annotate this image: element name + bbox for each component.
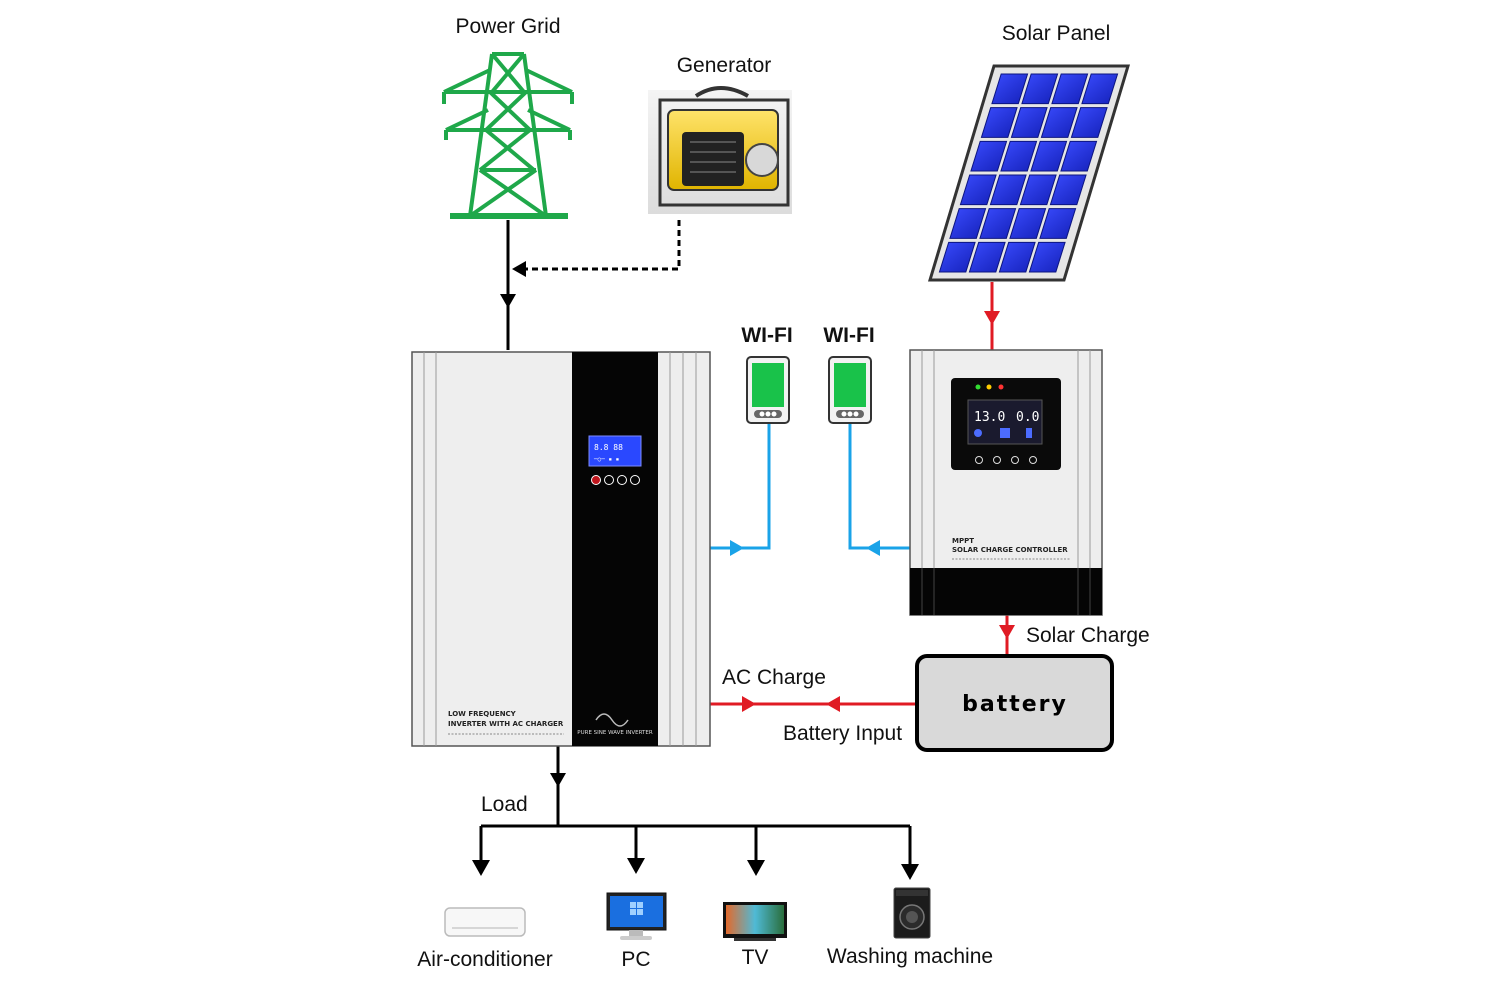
solar-cell xyxy=(980,107,1018,138)
load-arrow-ac xyxy=(472,860,490,876)
solar-panel-label: Solar Panel xyxy=(1002,22,1111,45)
load-label-air-conditioner: Air-conditioner xyxy=(417,948,552,971)
controller-lcd-left: 13.0 xyxy=(974,410,1005,425)
load-label-tv: TV xyxy=(742,946,769,969)
solar-cell xyxy=(968,241,1006,273)
solar-cell xyxy=(1049,174,1087,206)
inverter-model-line2: INVERTER WITH AC CHARGER xyxy=(448,720,564,728)
solar-charge-arrow xyxy=(999,625,1015,639)
solar-cell xyxy=(1010,107,1048,138)
load-arrow-pc xyxy=(627,858,645,874)
solar-cell xyxy=(1021,73,1059,105)
wifi-label-1: WI-FI xyxy=(741,324,792,347)
solar-cell xyxy=(959,174,997,206)
solar-cell xyxy=(1039,208,1077,239)
solar-arrow xyxy=(984,311,1000,325)
controller-model: SOLAR CHARGE CONTROLLER xyxy=(952,546,1068,554)
solar-cell xyxy=(938,241,976,273)
solar-cell xyxy=(949,208,987,239)
battery-input-label: Battery Input xyxy=(783,722,902,745)
solar-cell xyxy=(1040,107,1078,138)
grid-arrow xyxy=(500,294,516,308)
pc-icon xyxy=(606,892,667,940)
load-label-pc: PC xyxy=(621,948,650,971)
ac-charge-arrow xyxy=(742,696,756,712)
generator-label: Generator xyxy=(677,54,772,77)
solar-cell xyxy=(989,174,1027,206)
charge-controller-unit: 13.0 0.0 MPPT SOLAR CHARGE CONTROLLER xyxy=(909,349,1103,616)
solar-cell xyxy=(1019,174,1057,206)
load-label: Load xyxy=(481,793,528,816)
wifi2-line xyxy=(848,424,910,550)
battery-unit: battery xyxy=(915,654,1114,752)
wifi1-arrow xyxy=(730,540,744,556)
air-conditioner-icon xyxy=(444,907,526,937)
generator-arrow xyxy=(512,261,526,277)
solar-cell xyxy=(1081,73,1119,105)
load-label-washing-machine: Washing machine xyxy=(827,945,993,968)
washing-machine-icon xyxy=(893,887,931,939)
controller-lcd-right: 0.0 xyxy=(1016,410,1039,425)
solar-panel-icon xyxy=(927,64,1131,282)
battery-label: battery xyxy=(962,692,1068,717)
tv-icon xyxy=(723,902,787,941)
load-arrow xyxy=(550,773,566,787)
generator-line xyxy=(520,220,681,271)
wifi-device-1 xyxy=(746,356,790,424)
solar-cell xyxy=(1000,140,1038,172)
wifi-label-2: WI-FI xyxy=(823,324,874,347)
power-grid-label: Power Grid xyxy=(455,15,560,38)
inverter-unit: 8.8 88 ─○─ ▪ ▪ PURE SINE WAVE INVERTER L… xyxy=(411,351,711,747)
solar-cell xyxy=(1028,241,1066,273)
solar-cell xyxy=(979,208,1017,239)
svg-text:8.8 88: 8.8 88 xyxy=(594,443,623,452)
solar-cell xyxy=(1060,140,1098,172)
load-arrow-tv xyxy=(747,860,765,876)
load-arrow-washer xyxy=(901,864,919,880)
solar-cell xyxy=(1070,107,1108,138)
ac-charge-label: AC Charge xyxy=(722,666,826,689)
battery-input-arrow xyxy=(826,696,840,712)
solar-cell xyxy=(970,140,1008,172)
solar-cell xyxy=(998,241,1036,273)
power-grid-icon xyxy=(442,52,574,219)
wifi1-line xyxy=(710,424,771,550)
inverter-model-line1: LOW FREQUENCY xyxy=(448,710,517,718)
solar-charge-label: Solar Charge xyxy=(1026,624,1150,647)
wifi-device-2 xyxy=(828,356,872,424)
inverter-wave-label: PURE SINE WAVE INVERTER xyxy=(577,730,653,736)
solar-cell xyxy=(1051,73,1089,105)
solar-cell xyxy=(1030,140,1068,172)
generator-icon xyxy=(648,86,792,214)
connections xyxy=(472,220,1015,880)
solar-cell xyxy=(1009,208,1047,239)
svg-text:─○─ ▪ ▪: ─○─ ▪ ▪ xyxy=(593,456,619,463)
solar-cell xyxy=(991,73,1029,105)
controller-brand: MPPT xyxy=(952,537,974,545)
wifi2-arrow xyxy=(866,540,880,556)
